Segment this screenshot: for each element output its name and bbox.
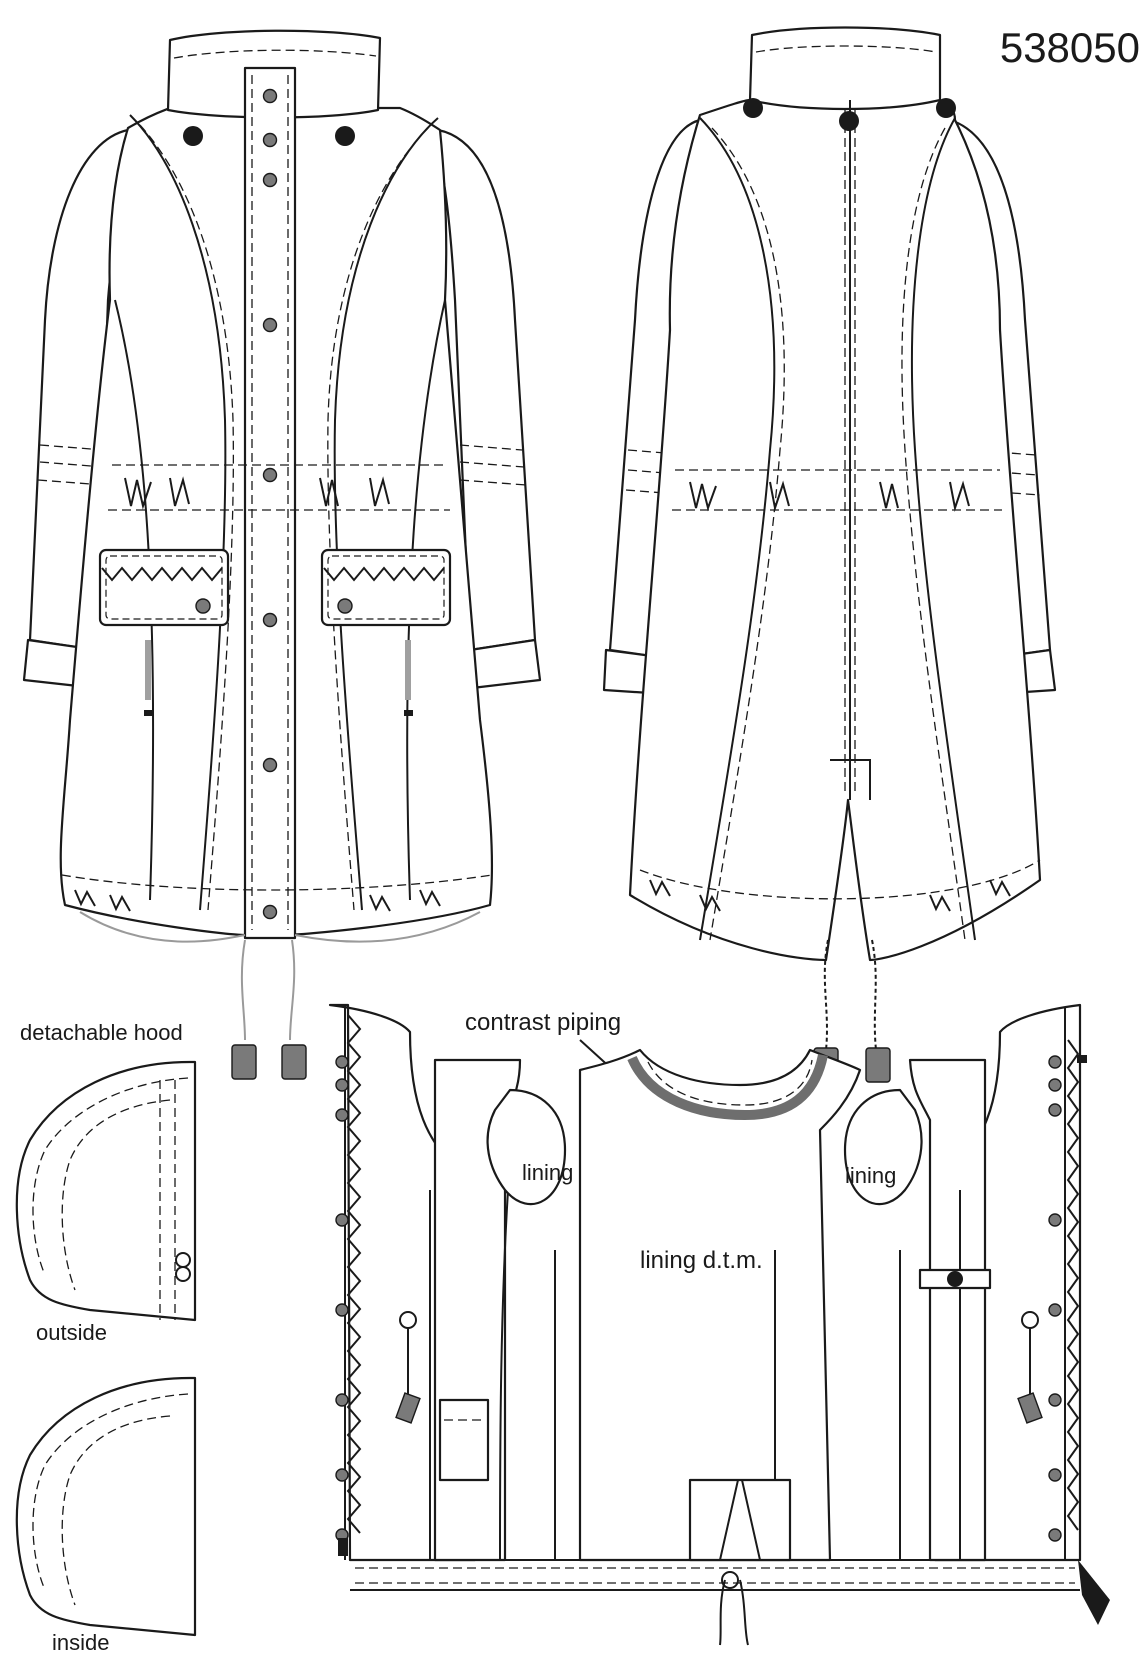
inner-patch-pocket <box>438 1398 490 1482</box>
back-cord-stopper-right <box>865 1047 891 1083</box>
detachable-hood-views: detachable hood outside inside <box>15 1020 197 1655</box>
lining-left-armhole <box>486 1088 567 1206</box>
contrast-piping-label: contrast piping <box>465 1009 621 1036</box>
front-left-pocket-flap <box>98 548 230 627</box>
back-hood-button-left <box>743 98 763 118</box>
front-cord-stopper-left <box>231 1044 257 1080</box>
right-pocket-button <box>337 598 353 614</box>
detachable-hood-label: detachable hood <box>20 1020 183 1045</box>
back-collar <box>748 26 942 111</box>
lining-snap-buttons <box>335 1055 1062 1542</box>
front-cord-stopper-right <box>281 1044 307 1080</box>
lining-left-label: lining <box>522 1160 573 1185</box>
hood-outside <box>15 1060 197 1322</box>
back-view <box>602 26 1057 1083</box>
front-hood-button-left <box>183 126 203 146</box>
front-hood-button-right <box>335 126 355 146</box>
lining-dtm-label: lining d.t.m. <box>640 1247 763 1274</box>
front-snap-buttons <box>262 88 278 920</box>
front-view <box>22 29 542 1080</box>
front-placket <box>243 66 297 940</box>
back-hood-button-right <box>936 98 956 118</box>
back-hood-button-center <box>839 111 859 131</box>
left-pocket-button <box>195 598 211 614</box>
lining-right-armhole <box>843 1088 923 1206</box>
inside-lining-view: contrast piping lining lining lining d.t… <box>328 1003 1110 1646</box>
front-right-pocket-flap <box>320 548 452 627</box>
back-body <box>628 98 1042 962</box>
hood-outside-label: outside <box>36 1320 107 1345</box>
hood-inside <box>15 1376 197 1637</box>
front-right-sleeve <box>436 128 537 652</box>
lining-right-label: lining <box>845 1163 896 1188</box>
hood-inside-label: inside <box>52 1630 109 1655</box>
style-number: 538050 <box>1000 24 1140 71</box>
